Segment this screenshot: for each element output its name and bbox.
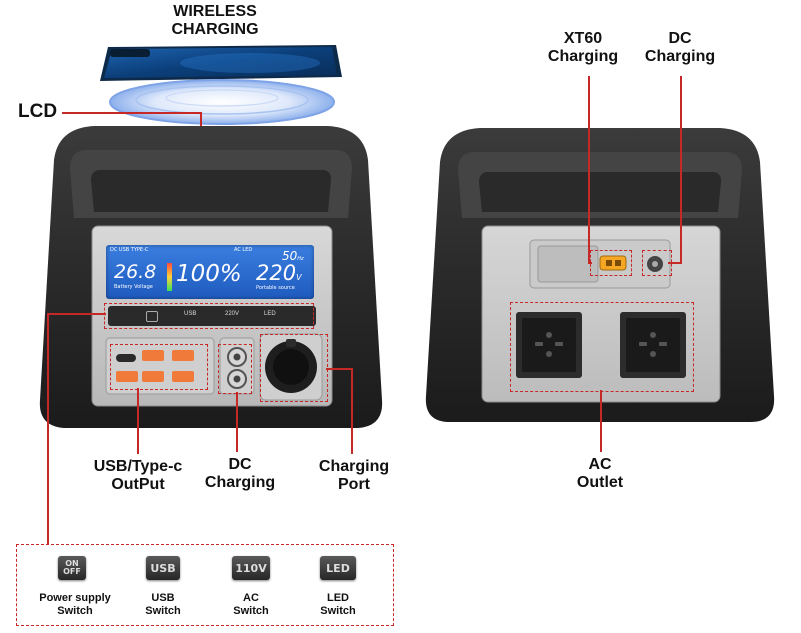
charging-port-highlight [260, 334, 328, 402]
power-switch-label: Power supply Switch [39, 592, 111, 618]
usb-switch-icon: USB [146, 556, 180, 580]
xt60-callout: XT60 Charging [547, 30, 619, 65]
front-button-usb[interactable]: USB [184, 311, 197, 317]
led-switch-label: LED Switch [320, 592, 356, 618]
charging-port-callout: Charging Port [318, 458, 390, 493]
front-button-strip: USB 220V LED [108, 306, 316, 326]
lcd-callout: LCD [18, 101, 58, 122]
charging-port-callout-line-h [326, 368, 352, 370]
lcd-icons-right: AC LED [234, 247, 253, 253]
ac-outlet-callout: AC Outlet [576, 456, 624, 491]
lcd-callout-line [62, 112, 202, 114]
lcd-screen: DC USB TYPE-C AC LED 26.8 Battery Voltag… [106, 245, 314, 299]
lcd-ac-voltage: 220V [256, 261, 302, 285]
dc-front-callout: DC Charging [204, 456, 276, 491]
lcd-battery-bar [167, 263, 172, 291]
usb-typec-callout: USB/Type-c OutPut [93, 458, 183, 493]
lcd-frequency: 50Hz [282, 249, 304, 263]
power-button-icon[interactable] [146, 311, 158, 322]
power-switch-icon: ON OFF [58, 556, 86, 580]
ac-outlet-highlight [510, 302, 694, 392]
button-strip-highlight [104, 303, 314, 329]
dc-back-callout-line-h [668, 262, 682, 264]
dc-ports-highlight [218, 344, 252, 394]
front-button-ac[interactable]: 220V [225, 311, 240, 317]
xt60-callout-line [588, 76, 590, 262]
usb-switch-label: USB Switch [145, 592, 181, 618]
lcd-ac-label: Portable source [256, 285, 295, 291]
wireless-charging-phone [100, 43, 342, 83]
lcd-voltage: 26.8 [114, 261, 157, 283]
usb-ports-highlight [110, 344, 208, 390]
power-station-back [420, 122, 780, 428]
lcd-battery-percent: 100% [176, 261, 242, 287]
dc-back-callout: DC Charging [644, 30, 716, 65]
switch-callout-line-h [48, 313, 106, 315]
xt60-highlight [590, 250, 632, 276]
usb-callout-line [137, 388, 139, 454]
lcd-voltage-label: Battery Voltage [114, 284, 153, 290]
charging-port-callout-line-v [351, 368, 353, 454]
ac-switch-label: AC Switch [233, 592, 269, 618]
lcd-icons-left: DC USB TYPE-C [110, 247, 149, 253]
led-switch-icon: LED [320, 556, 356, 580]
ac-outlet-callout-line [600, 390, 602, 452]
switch-callout-line-v [47, 313, 49, 545]
switch-legend-box [16, 544, 394, 626]
front-button-led[interactable]: LED [264, 311, 276, 317]
dc-back-callout-line [680, 76, 682, 264]
wireless-charging-callout: WIRELESS CHARGING [171, 3, 259, 38]
xt60-callout-line-h [588, 262, 592, 264]
ac-switch-icon: 110V [232, 556, 270, 580]
dc-front-callout-line [236, 392, 238, 452]
